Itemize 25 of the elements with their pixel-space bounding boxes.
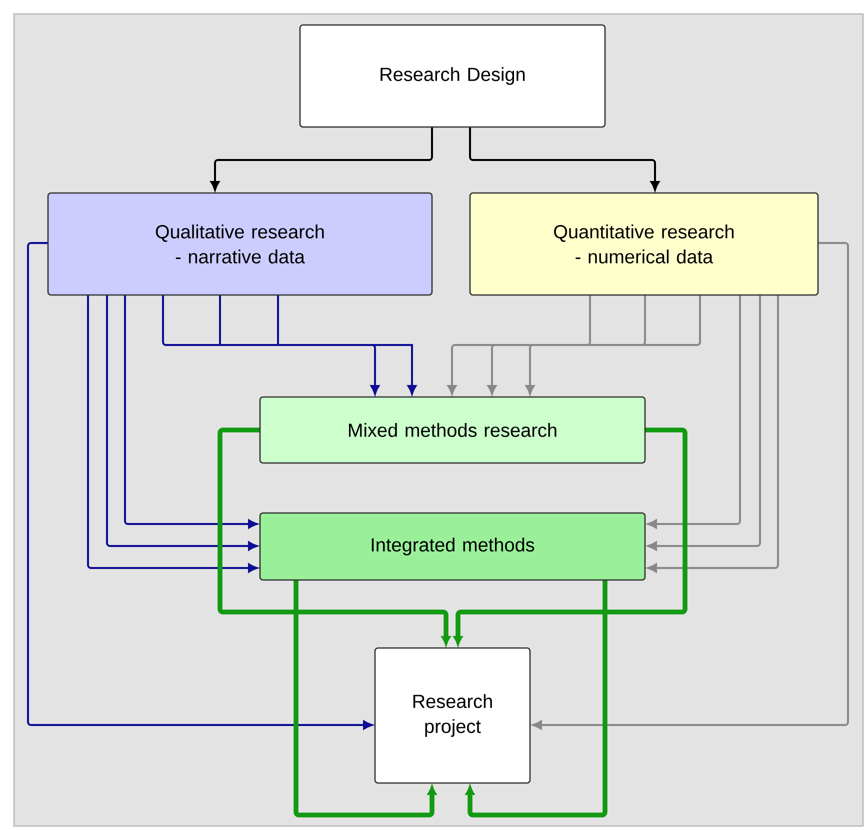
arrow bbox=[106, 295, 258, 551]
arrow bbox=[210, 127, 433, 191]
arrow bbox=[525, 295, 591, 395]
arrow bbox=[647, 295, 741, 529]
process-box: Mixed methods research bbox=[259, 396, 646, 464]
arrow bbox=[487, 295, 646, 395]
arrow bbox=[27, 242, 373, 730]
arrow bbox=[87, 295, 258, 573]
arrow bbox=[532, 242, 849, 730]
arrow bbox=[162, 295, 380, 395]
arrow bbox=[219, 294, 417, 395]
process-box: Quantitative research - numerical data bbox=[469, 192, 819, 296]
process-box: Research project bbox=[374, 647, 531, 784]
arrow bbox=[647, 295, 761, 551]
arrow bbox=[294, 580, 436, 818]
process-box: Integrated methods bbox=[259, 512, 646, 581]
arrow bbox=[454, 428, 688, 646]
arrow bbox=[447, 295, 701, 395]
process-box: Qualitative research - narrative data bbox=[47, 192, 433, 296]
arrow bbox=[466, 580, 608, 818]
arrow bbox=[469, 127, 660, 191]
process-box: Research Design bbox=[299, 24, 606, 128]
arrow bbox=[218, 428, 450, 646]
arrow bbox=[647, 295, 779, 573]
arrow bbox=[124, 295, 258, 529]
